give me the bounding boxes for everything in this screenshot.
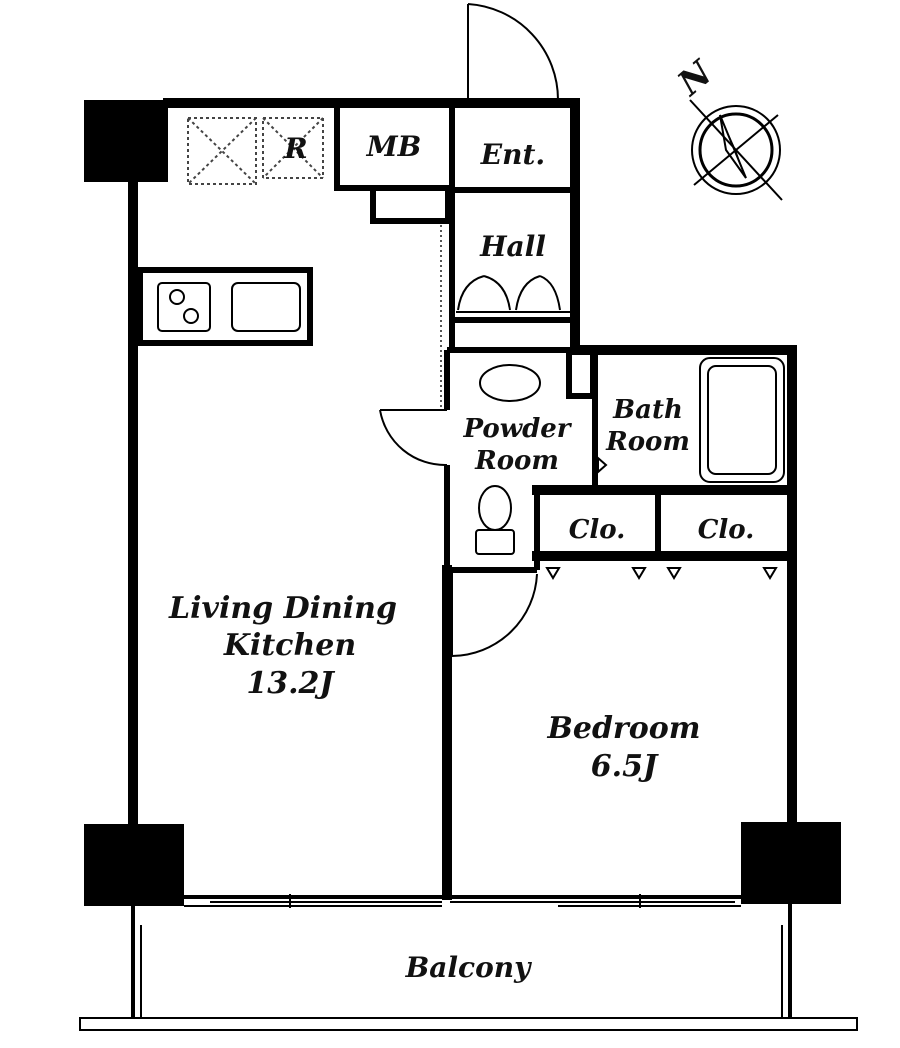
label-ldk-3: 13.2J [246, 666, 335, 701]
windows [184, 894, 741, 908]
walls [128, 98, 797, 900]
balcony-structure [79, 904, 858, 1031]
label-bath-room-2: Room [605, 427, 690, 457]
label-powder-room-1: Powder [463, 414, 573, 444]
label-ldk-1: Living Dining [168, 591, 397, 626]
powder-fixtures [475, 364, 541, 555]
label-balcony: Balcony [405, 951, 533, 984]
label-closet-left: Clo. [569, 515, 626, 545]
label-meter-box: MB [366, 130, 422, 163]
appliance-spaces [187, 117, 324, 185]
label-entrance: Ent. [480, 138, 545, 171]
north-label: N [670, 52, 722, 104]
label-refrigerator: R [283, 132, 307, 165]
label-closet-right: Clo. [698, 515, 755, 545]
kitchen-fixtures [157, 282, 301, 332]
hall-closet-doors [456, 275, 570, 313]
thin-walls [137, 100, 661, 573]
entrance-door [467, 3, 560, 101]
closet-markers [545, 567, 778, 580]
door-swings [379, 409, 608, 657]
label-hall: Hall [479, 230, 546, 263]
label-powder-room-2: Room [474, 446, 559, 476]
label-bedroom-1: Bedroom [547, 711, 701, 746]
label-bedroom-2: 6.5J [591, 749, 659, 784]
label-bath-room-1: Bath [612, 395, 683, 425]
bathtub [699, 357, 785, 483]
label-ldk-2: Kitchen [223, 628, 356, 663]
room-labels: R MB Ent. Hall Powder Room Bath Room Clo… [168, 130, 754, 984]
structural-columns [84, 100, 841, 906]
compass-rose: N [670, 52, 783, 201]
